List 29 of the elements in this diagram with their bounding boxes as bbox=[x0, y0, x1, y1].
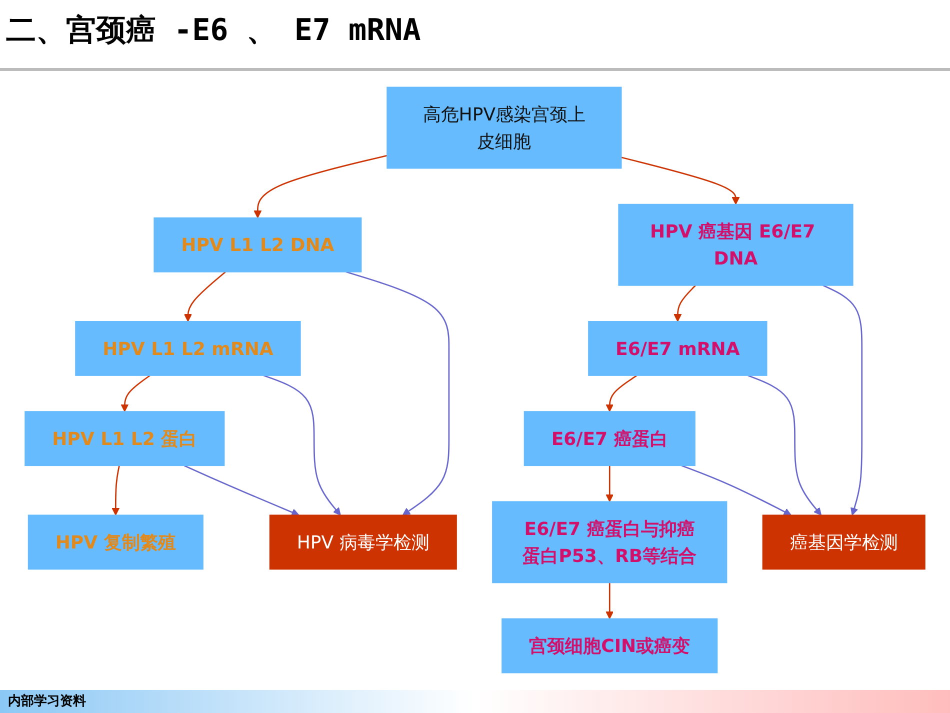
process-box: 癌基因学检测 bbox=[762, 514, 926, 570]
arrow bbox=[674, 284, 696, 322]
slide-title: 二、宫颈癌 -E6 、 E7 mRNA bbox=[6, 12, 421, 50]
arrow bbox=[606, 466, 614, 502]
arrow bbox=[606, 374, 638, 412]
arrow bbox=[254, 154, 388, 218]
arrow bbox=[120, 374, 150, 412]
process-box: HPV 癌基因 E6/E7 DNA bbox=[618, 204, 854, 286]
footer-note: 内部学习资料 bbox=[8, 694, 86, 709]
arrow bbox=[606, 582, 614, 620]
arrow bbox=[748, 374, 822, 516]
process-box: HPV 病毒学检测 bbox=[269, 514, 457, 570]
process-box: HPV L1 L2 DNA bbox=[154, 217, 362, 272]
arrow bbox=[263, 374, 341, 516]
process-box: E6/E7 癌蛋白与抑癌蛋白P53、RB等结合 bbox=[492, 501, 728, 584]
arrow bbox=[346, 271, 450, 516]
arrow bbox=[184, 464, 300, 516]
arrow bbox=[822, 284, 863, 516]
process-box: HPV 复制繁殖 bbox=[28, 514, 204, 570]
arrow bbox=[184, 271, 226, 322]
process-box: E6/E7 mRNA bbox=[588, 321, 768, 376]
process-box: 高危HPV感染宫颈上皮细胞 bbox=[386, 86, 622, 169]
process-box: E6/E7 癌蛋白 bbox=[524, 411, 696, 466]
arrow bbox=[681, 464, 792, 516]
arrow bbox=[621, 156, 740, 205]
process-box: HPV L1 L2 蛋白 bbox=[24, 411, 225, 466]
process-box: 宫颈细胞CIN或癌变 bbox=[502, 618, 718, 674]
arrow bbox=[112, 465, 120, 516]
process-box: HPV L1 L2 mRNA bbox=[75, 321, 301, 376]
